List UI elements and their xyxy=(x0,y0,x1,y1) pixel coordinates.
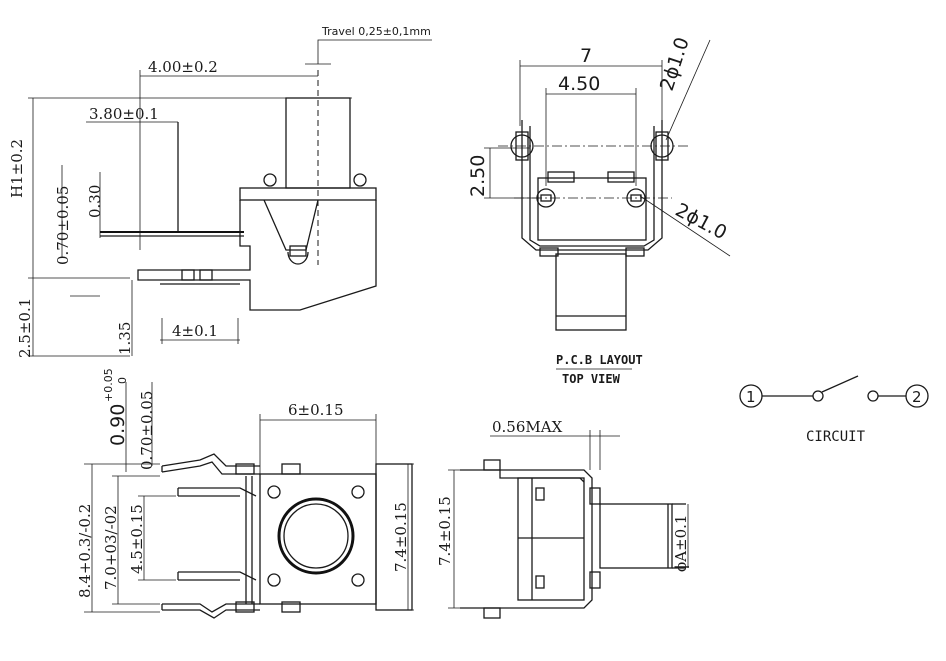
caption-pcb-layout: P.C.B LAYOUT xyxy=(556,353,643,367)
dim-0-90-tol-upper: +0.05 xyxy=(102,368,115,402)
dim-1-35: 1.35 xyxy=(116,322,134,355)
dim-0-90-tol-lower: 0 xyxy=(116,377,129,384)
dim-3-80: 3.80±0.1 xyxy=(89,105,159,123)
dim-0-90: 0.90 xyxy=(107,404,129,446)
dim-0-70-front: 0.70±0.05 xyxy=(138,391,156,470)
dim-0-56max: 0.56MAX xyxy=(492,418,563,436)
end-view: 0.56MAX 7.4±0.15 ϕA±0.1 xyxy=(436,418,690,619)
dim-8-4: 8.4+0.3/-0.2 xyxy=(76,504,94,598)
circuit-node-1: 1 xyxy=(746,388,756,406)
circuit-diagram: 1 2 CIRCUIT xyxy=(739,375,929,445)
travel-label: Travel 0,25±0,1mm xyxy=(321,25,431,38)
dim-7-0: 7.0+03/-02 xyxy=(102,505,120,590)
dim-2-5: 2.5±0.1 xyxy=(16,298,34,358)
dim-h1: H1±0.2 xyxy=(8,139,26,198)
dim-7: 7 xyxy=(580,45,592,67)
pcb-top-view: 7 4.50 2.50 2ϕ1.0 2ϕ1.0 xyxy=(467,35,730,386)
dim-6: 6±0.15 xyxy=(288,401,344,419)
dim-4-50: 4.50 xyxy=(558,73,600,95)
dim-4-00: 4.00±0.2 xyxy=(148,58,218,76)
side-view: Travel 0,25±0,1mm 4.00±0.2 3.80±0.1 H1±0… xyxy=(8,25,432,358)
dim-4-5: 4.5±0.15 xyxy=(128,504,146,574)
dim-0-30: 0.30 xyxy=(86,185,104,218)
circuit-node-2: 2 xyxy=(912,388,922,406)
front-view: 0.90 +0.05 0 0.70±0.05 6±0.15 8.4+0.3/-0… xyxy=(76,368,414,619)
caption-top-view: TOP VIEW xyxy=(562,372,621,386)
dim-2-50: 2.50 xyxy=(467,155,489,197)
hole-label-lower: 2ϕ1.0 xyxy=(672,199,731,244)
circuit-label: CIRCUIT xyxy=(806,429,866,445)
dim-4: 4±0.1 xyxy=(172,322,218,340)
dim-7-4-end: 7.4±0.15 xyxy=(436,496,454,566)
hole-label-upper: 2ϕ1.0 xyxy=(656,35,694,94)
dim-phi-a: ϕA±0.1 xyxy=(672,515,690,572)
dim-0-70-side: 0.70±0.05 xyxy=(54,186,72,265)
dim-7-4-front: 7.4±0.15 xyxy=(392,502,410,572)
